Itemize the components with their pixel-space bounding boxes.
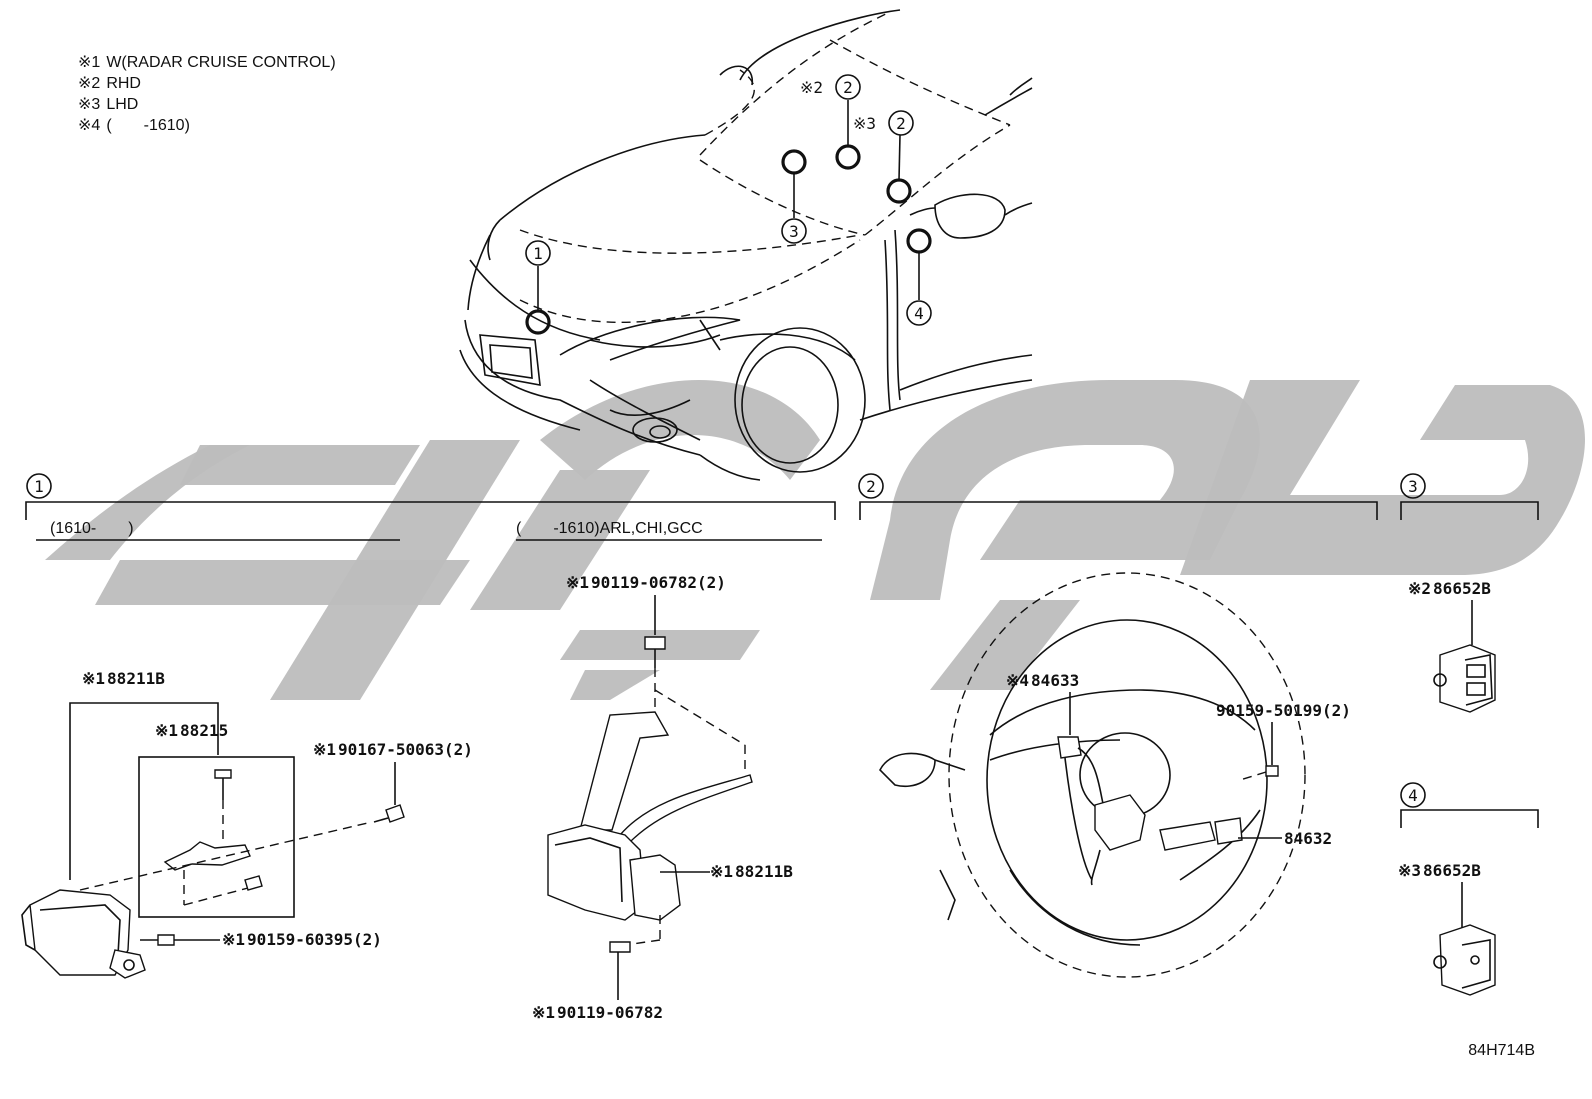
note-3-text: LHD [106, 96, 138, 113]
callout-3: 3 [789, 222, 799, 241]
part-90119-top-mark: ※1 [566, 573, 589, 592]
part-86652b-rhd-number: 86652B [1433, 579, 1491, 598]
part-88211b-right-number: 88211B [735, 862, 793, 881]
part-90167-number: 90167-50063(2) [338, 740, 473, 759]
part-90167-mark: ※1 [313, 740, 336, 759]
location-marker-2-lhd [886, 178, 912, 204]
callout-4: 4 [914, 304, 924, 323]
part-90159-60395-mark: ※1 [222, 930, 245, 949]
vehicle-callouts: 1 3 2 ※2 2 ※3 4 [525, 74, 932, 335]
part-88211b-left-mark: ※1 [82, 669, 105, 688]
note-4-mark: ※4 [78, 117, 100, 134]
part-90119-bottom-number: 90119-06782 [557, 1003, 663, 1022]
part-84632-number: 84632 [1284, 829, 1332, 848]
part-90119-bottom-mark: ※1 [532, 1003, 555, 1022]
section-1-range-right: ( -1610)ARL,CHI,GCC [516, 520, 703, 537]
part-86652b-lhd-mark: ※3 [1398, 861, 1421, 880]
callout-2-lhd-mark: ※3 [853, 114, 876, 133]
note-2-mark: ※2 [78, 75, 100, 92]
note-1-mark: ※1 [78, 54, 100, 71]
callout-2-rhd: 2 [843, 78, 853, 97]
note-4-text: ( -1610) [106, 117, 190, 134]
part-84633-mark: ※4 [1006, 671, 1029, 690]
notes-legend: ※1 W(RADAR CRUISE CONTROL) ※2 RHD ※3 LHD ※4… [78, 54, 336, 134]
figure-code: 84H714B [1468, 1042, 1535, 1059]
part-88215-mark: ※1 [155, 721, 178, 740]
part-88211b-right-mark: ※1 [710, 862, 733, 881]
part-90119-top-number: 90119-06782(2) [591, 573, 726, 592]
part-88215-number: 88215 [180, 721, 228, 740]
callout-1: 1 [533, 244, 543, 263]
part-90159-60395-number: 90159-60395(2) [247, 930, 382, 949]
note-1-text: W(RADAR CRUISE CONTROL) [106, 54, 335, 71]
part-86652b-rhd-mark: ※2 [1408, 579, 1431, 598]
location-marker-2-rhd [835, 144, 861, 170]
part-84633-number: 84633 [1031, 671, 1079, 690]
part-86652b-lhd-number: 86652B [1423, 861, 1481, 880]
section-1-range-left: (1610- ) [50, 520, 134, 537]
svg-text:※4( -1610): ※4 ( -1610) [78, 117, 190, 134]
part-90159-50199-number: 90159-50199(2) [1216, 701, 1351, 720]
note-3-mark: ※3 [78, 96, 100, 113]
section-headers: 1 (1610- ) ( -1610)ARL,CHI,GCC 2 3 4 [25, 473, 1539, 828]
vehicle-illustration [459, 9, 1033, 481]
section-2-number: 2 [866, 477, 876, 496]
callout-2-lhd: 2 [896, 114, 906, 133]
note-2-text: RHD [106, 75, 141, 92]
callout-2-rhd-mark: ※2 [800, 78, 823, 97]
location-marker-4 [906, 228, 932, 254]
svg-text:※1W(RADAR CRUISE CONTROL): ※1 W(RADAR CRUISE CONTROL) [78, 54, 336, 71]
section-4-number: 4 [1408, 786, 1418, 805]
location-marker-3 [781, 149, 807, 175]
section-1-number: 1 [34, 477, 44, 496]
part-88211b-left-number: 88211B [107, 669, 165, 688]
section-3-number: 3 [1408, 477, 1418, 496]
location-marker-1 [525, 309, 551, 335]
